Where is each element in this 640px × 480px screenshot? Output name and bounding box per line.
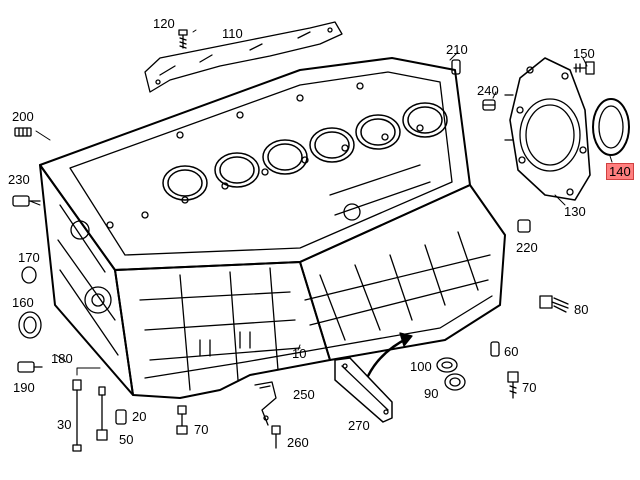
sensor-230[interactable]	[12, 195, 41, 207]
callout-60[interactable]: 60	[504, 344, 519, 359]
stud-50[interactable]	[96, 386, 108, 441]
cover-270[interactable]	[334, 357, 393, 423]
bolt-70-left[interactable]	[176, 405, 188, 435]
callout-220[interactable]: 220	[516, 240, 538, 255]
callout-210[interactable]: 210	[446, 42, 468, 57]
dowel-60[interactable]	[490, 341, 500, 357]
callout-50[interactable]: 50	[119, 432, 134, 447]
callout-100[interactable]: 100	[410, 359, 432, 374]
sensor-80[interactable]	[539, 295, 569, 313]
sleeve-220[interactable]	[517, 219, 531, 233]
stud-30[interactable]	[72, 379, 82, 452]
callout-160[interactable]: 160	[12, 295, 34, 310]
callout-190[interactable]: 190	[13, 380, 35, 395]
callout-260[interactable]: 260	[287, 435, 309, 450]
callout-270[interactable]: 270	[348, 418, 370, 433]
bolt-150[interactable]	[573, 61, 595, 75]
callout-130[interactable]: 130	[564, 204, 586, 219]
bracket-250[interactable]	[254, 381, 277, 426]
bolt-260[interactable]	[271, 425, 281, 449]
callout-120[interactable]: 120	[153, 16, 175, 31]
seal-ring-140[interactable]	[592, 98, 630, 156]
callout-30[interactable]: 30	[57, 417, 72, 432]
callout-200[interactable]: 200	[12, 109, 34, 124]
callout-170[interactable]: 170	[18, 250, 40, 265]
gasket-strip[interactable]	[144, 21, 343, 93]
washer-100[interactable]	[436, 357, 458, 373]
callout-240[interactable]: 240	[477, 83, 499, 98]
callout-20[interactable]: 20	[132, 409, 147, 424]
seal-160[interactable]	[18, 311, 42, 339]
bolt-200[interactable]	[14, 127, 32, 137]
ring-170[interactable]	[21, 266, 37, 284]
dowel-210[interactable]	[451, 59, 461, 75]
callout-150[interactable]: 150	[573, 46, 595, 61]
bolt-120[interactable]	[178, 29, 188, 49]
callout-110[interactable]: 110	[222, 26, 243, 41]
callout-80[interactable]: 80	[574, 302, 589, 317]
callout-10[interactable]: 10	[292, 346, 307, 361]
plug-190[interactable]	[17, 361, 43, 373]
bolt-70-right[interactable]	[507, 371, 519, 399]
engine-block[interactable]	[39, 57, 506, 399]
callout-230[interactable]: 230	[8, 172, 30, 187]
callout-140[interactable]: 140	[606, 163, 634, 180]
plug-90[interactable]	[444, 373, 466, 391]
callout-90[interactable]: 90	[424, 386, 439, 401]
leader-lines	[29, 29, 613, 376]
cylinder-bores	[162, 102, 448, 201]
callout-70-left[interactable]: 70	[194, 422, 209, 437]
callout-70-right[interactable]: 70	[522, 380, 537, 395]
sleeve-20[interactable]	[115, 409, 127, 425]
rear-cover-130[interactable]	[504, 57, 591, 201]
callout-250[interactable]: 250	[293, 387, 315, 402]
callout-180[interactable]: 180	[51, 351, 73, 366]
sleeve-240[interactable]	[482, 99, 496, 111]
